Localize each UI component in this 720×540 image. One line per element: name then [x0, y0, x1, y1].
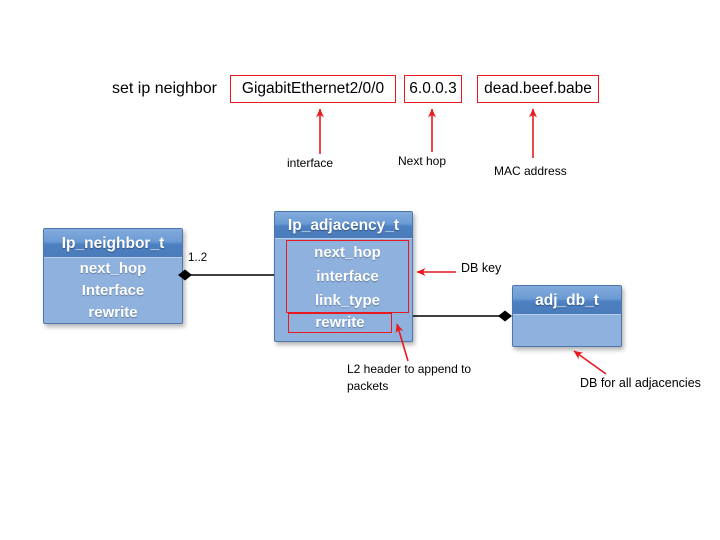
- arrow-up-db-all-icon: [573, 350, 607, 375]
- mac-callout-label: MAC address: [494, 164, 567, 178]
- field-interface: Interface: [81, 282, 145, 299]
- nexthop-callout-label: Next hop: [398, 154, 447, 168]
- rewrite-highlight-frame: rewrite: [288, 313, 392, 333]
- field-next-hop: next_hop: [79, 260, 147, 277]
- multiplicity-label: 1..2: [188, 252, 208, 264]
- class-box-adj-db: adj_db_t: [512, 285, 622, 347]
- db-key-highlight-frame: next_hop interface link_type: [286, 240, 409, 313]
- field-rewrite: rewrite: [315, 314, 365, 331]
- db-key-label: DB key: [461, 261, 502, 275]
- field-rewrite: rewrite: [88, 304, 138, 321]
- command-arg-mac: dead.beef.babe: [477, 75, 599, 103]
- command-arg-nexthop: 6.0.0.3: [404, 75, 462, 103]
- class-title-ip-neighbor: Ip_neighbor_t: [44, 229, 182, 258]
- class-title-adj-db: adj_db_t: [513, 286, 621, 315]
- field-link-type: link_type: [314, 292, 381, 309]
- command-arg-interface: GigabitEthernet2/0/0: [230, 75, 396, 103]
- class-title-ip-adjacency: Ip_adjacency_t: [275, 212, 412, 239]
- l2-header-label-line2: packets: [347, 379, 389, 393]
- field-next-hop: next_hop: [314, 244, 381, 261]
- class-box-ip-adjacency: Ip_adjacency_t next_hop interface link_t…: [274, 211, 413, 342]
- aggregation-diamond-adjdb-icon: [498, 310, 512, 322]
- l2-header-label-line1: L2 header to append to: [347, 362, 472, 376]
- field-interface: interface: [316, 268, 379, 285]
- l2-header-label: L2 header to append to packets: [347, 361, 475, 395]
- class-box-ip-neighbor: Ip_neighbor_t next_hop Interface rewrite: [43, 228, 183, 324]
- command-text: set ip neighbor: [112, 80, 217, 97]
- interface-callout-label: interface: [287, 156, 334, 170]
- db-all-adjacencies-label: DB for all adjacencies: [580, 376, 701, 390]
